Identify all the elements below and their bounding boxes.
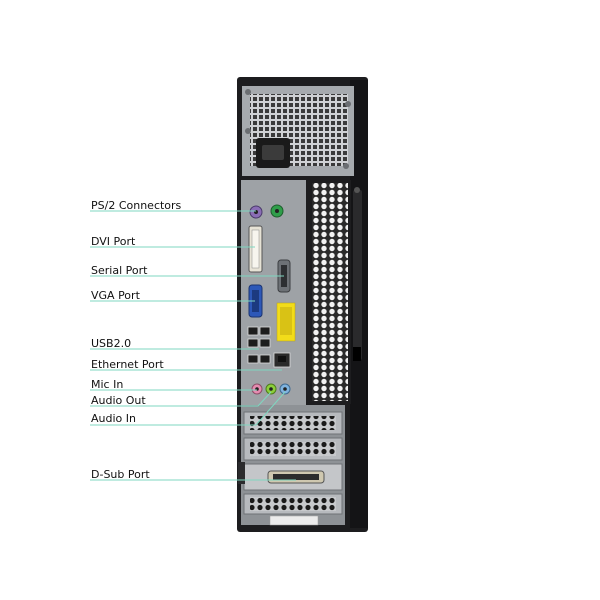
serial-sticker [269,515,319,526]
io-ports [247,204,296,395]
usb-port[interactable] [247,338,259,348]
leader-line-audio-in [90,391,286,426]
expansion-slots [238,411,343,526]
latch-tab[interactable] [238,462,245,484]
vent-frame [309,180,351,404]
label-audio-in: Audio In [91,412,136,425]
power-supply [242,86,354,176]
leader-lines [90,210,296,481]
label-serial: Serial Port [91,264,148,277]
psu-screw-icon [343,163,349,169]
lock-slot[interactable] [353,347,361,361]
usb-port[interactable] [247,326,259,336]
usb-port[interactable] [259,338,271,348]
vent-honeycomb [312,183,348,401]
side-latch[interactable] [353,190,362,360]
psu-screw-icon [345,101,351,107]
label-ethernet: Ethernet Port [91,358,164,371]
usb-port[interactable] [247,354,259,364]
label-vga: VGA Port [91,289,140,302]
psu-screw-icon [245,89,251,95]
usb-port[interactable] [259,326,271,336]
usb-port[interactable] [259,354,271,364]
label-mic: Mic In [91,378,124,391]
label-dsub: D-Sub Port [91,468,150,481]
screw-icon [354,187,360,193]
label-audio-out: Audio Out [91,394,146,407]
label-dvi: DVI Port [91,235,136,248]
leader-line-audio-out [90,391,272,407]
label-ps2: PS/2 Connectors [91,199,182,212]
psu-screw-icon [245,128,251,134]
label-usb: USB2.0 [91,337,132,350]
